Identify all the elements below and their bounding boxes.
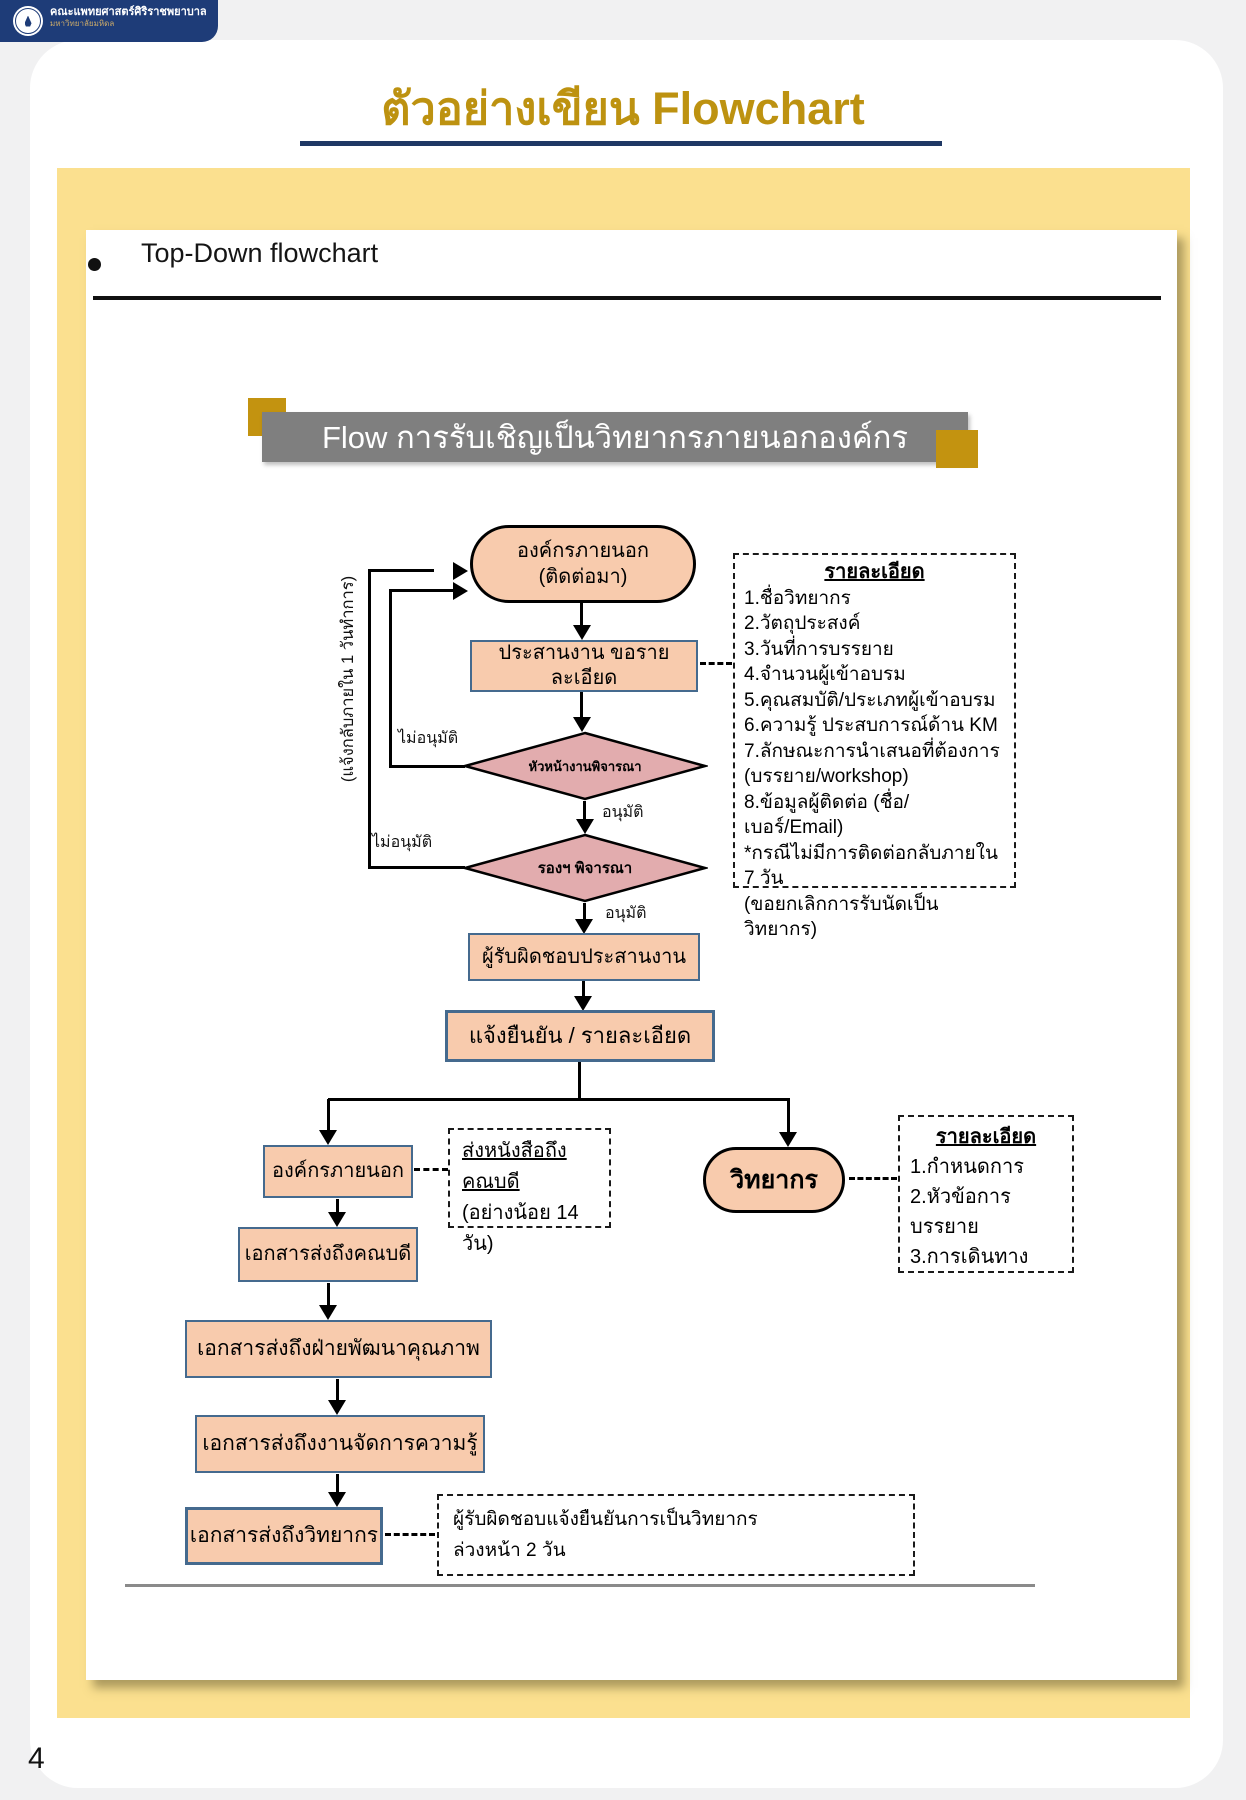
gold-corner-bottom-right (936, 430, 978, 468)
note-details-speaker: รายละเอียด 1.กำหนดการ 2.หัวข้อการ บรรยาย… (898, 1115, 1074, 1273)
node-start-line1: องค์กรภายนอก (517, 540, 649, 562)
arrowhead-down-icon (573, 717, 591, 732)
feedback1-vertical (389, 590, 392, 768)
note-item: บรรยาย (910, 1216, 979, 1238)
note-send-letter: ส่งหนังสือถึง คณบดี (อย่างน้อย 14 วัน) (448, 1128, 611, 1255)
dashed-connector-confirm-note (385, 1533, 435, 1536)
arrowhead-right-icon (453, 582, 468, 600)
arrowhead-right-icon (453, 562, 468, 580)
node-speaker: วิทยากร (703, 1147, 845, 1213)
arrowhead-down-icon (328, 1492, 346, 1507)
note-send-letter-line1: ส่งหนังสือถึง (462, 1140, 567, 1162)
feedback1-horizontal (389, 765, 465, 768)
note-item: 1.กำหนดการ (910, 1156, 1024, 1178)
note-item: 3.วันที่การบรรยาย (744, 638, 894, 660)
note-item: 2.หัวข้อการ (910, 1186, 1011, 1208)
bottom-divider (125, 1584, 1035, 1587)
dashed-connector-speaker-details (849, 1177, 897, 1180)
org-text-block: คณะแพทยศาสตร์ศิริราชพยาบาล มหาวิทยาลัยมห… (50, 6, 207, 28)
note-confirm-line2: ล่วงหน้า 2 วัน (453, 1540, 566, 1561)
decision-deputy-label: รองฯ พิจารณา (537, 860, 633, 877)
label-reject2: ไม่อนุมัติ (372, 834, 433, 851)
note-item: 2.วัตถุประสงค์ (744, 613, 861, 634)
node-external-org: องค์กรภายนอก (263, 1145, 413, 1198)
note-item: 6.ความรู้ ประสบการณ์ด้าน KM (744, 715, 998, 736)
logo-ring-icon (15, 8, 41, 34)
branch-horizontal (328, 1098, 790, 1101)
node-doc-speaker: เอกสารส่งถึงวิทยากร (185, 1507, 383, 1565)
section-heading: Top-Down flowchart (141, 238, 379, 268)
node-doc-km: เอกสารส่งถึงงานจัดการความรู้ (195, 1415, 485, 1473)
feedback2-vertical (368, 570, 371, 869)
section-underline (93, 296, 1161, 300)
branch-stem (578, 1062, 581, 1100)
arrowhead-down-icon (575, 919, 593, 934)
feedback2-return (368, 569, 434, 572)
label-reply-note: (แจ้งกลับภายใน 1 วันทำการ) (339, 575, 357, 783)
note-item: 8.ข้อมูลผู้ติดต่อ (ชื่อ/เบอร์/Email) (744, 791, 910, 839)
title-underline (300, 141, 942, 146)
org-logo-icon (13, 6, 43, 36)
node-start-line2: (ติดต่อมา) (538, 566, 628, 588)
node-doc-dean: เอกสารส่งถึงคณบดี (238, 1227, 418, 1282)
node-doc-quality: เอกสารส่งถึงฝ่ายพัฒนาคุณภาพ (185, 1320, 492, 1378)
dashed-connector-send-letter (414, 1168, 448, 1171)
connector-responsible-confirm (582, 981, 585, 998)
note-send-letter-line3: (อย่างน้อย 14 วัน) (462, 1202, 579, 1255)
note-item: 7.ลักษณะการนำเสนอที่ต้องการ (744, 740, 1000, 762)
arrowhead-down-icon (328, 1400, 346, 1415)
note-details-speaker-title: รายละเอียด (935, 1126, 1037, 1148)
arrowhead-down-icon (779, 1132, 797, 1147)
connector-decision1-decision2 (583, 801, 586, 821)
connector-decision2-responsible (583, 903, 586, 921)
arrowhead-down-icon (319, 1130, 337, 1145)
note-item: *กรณีไม่มีการติดต่อกลับภายใน 7 วัน (744, 842, 998, 890)
branch-left-drop (327, 1099, 330, 1132)
note-confirm: ผู้รับผิดชอบแจ้งยืนยันการเป็นวิทยากร ล่ว… (437, 1494, 915, 1576)
dashed-connector-details (700, 662, 732, 665)
branch-right-drop (787, 1099, 790, 1134)
flow-title-bar: Flow การรับเชิญเป็นวิทยากรภายนอกองค์กร (262, 412, 968, 462)
logo-crest-icon (24, 15, 32, 27)
note-item: 3.การเดินทาง (910, 1246, 1029, 1268)
connector-km-docspeaker (336, 1474, 339, 1494)
note-item: 4.จำนวนผู้เข้าอบรม (744, 664, 906, 685)
connector-docdean-quality (327, 1283, 330, 1307)
bullet-icon (88, 258, 101, 271)
note-details-request-title: รายละเอียด (824, 561, 925, 583)
note-send-letter-line2: คณบดี (462, 1171, 520, 1193)
arrowhead-down-icon (574, 996, 592, 1011)
page-title: ตัวอย่างเขียน Flowchart (381, 83, 865, 134)
arrowhead-down-icon (573, 625, 591, 640)
org-name: คณะแพทยศาสตร์ศิริราชพยาบาล (50, 6, 207, 18)
arrowhead-down-icon (576, 819, 594, 834)
decision-head-label: หัวหน้างานพิจารณา (528, 758, 642, 774)
decision-deputy-diamond (462, 833, 708, 903)
decision-head-diamond (462, 731, 708, 801)
note-details-request: รายละเอียด 1.ชื่อวิทยากร 2.วัตถุประสงค์ … (733, 553, 1016, 940)
note-item: (บรรยาย/workshop) (744, 766, 909, 787)
arrowhead-down-icon (319, 1305, 337, 1320)
label-approve2: อนุมัติ (605, 905, 647, 922)
node-start-external-org: องค์กรภายนอก (ติดต่อมา) (470, 525, 696, 603)
note-item: (ขอยกเลิกการรับนัดเป็นวิทยากร) (744, 893, 939, 941)
connector-coordinate-decision1 (580, 692, 583, 719)
connector-quality-km (336, 1379, 339, 1402)
connector-externalorg-docdean (336, 1199, 339, 1214)
note-item: 1.ชื่อวิทยากร (744, 587, 851, 609)
feedback1-return (389, 589, 455, 592)
note-confirm-line1: ผู้รับผิดชอบแจ้งยืนยันการเป็นวิทยากร (453, 1509, 758, 1530)
node-coordinate-request: ประสานงาน ขอรายละเอียด (470, 640, 698, 692)
note-item: 5.คุณสมบัติ/ประเภทผู้เข้าอบรม (744, 689, 996, 711)
arrowhead-down-icon (328, 1212, 346, 1227)
label-approve1: อนุมัติ (602, 804, 644, 821)
feedback2-horizontal (368, 866, 465, 869)
header-bar: คณะแพทยศาสตร์ศิริราชพยาบาล มหาวิทยาลัยมห… (0, 0, 218, 42)
page-number: 4 (28, 1742, 45, 1775)
connector-start-coordinate (580, 603, 583, 627)
node-confirm: แจ้งยืนยัน / รายละเอียด (445, 1010, 715, 1062)
label-reject1: ไม่อนุมัติ (398, 730, 459, 747)
node-responsible: ผู้รับผิดชอบประสานงาน (468, 933, 700, 981)
org-subtitle: มหาวิทยาลัยมหิดล (50, 18, 115, 28)
